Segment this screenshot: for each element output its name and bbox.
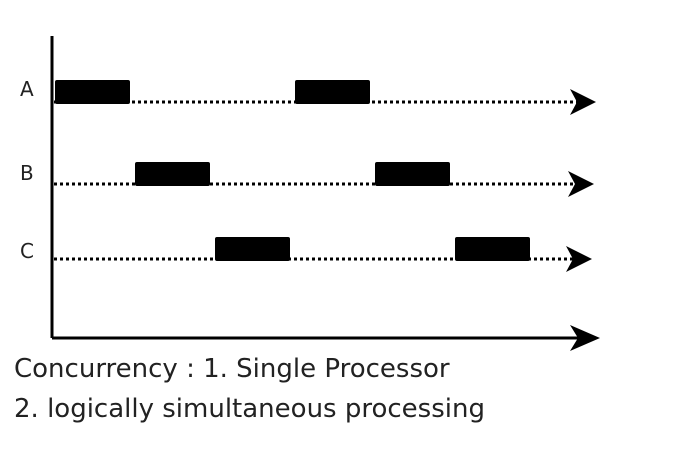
- caption-line-2: 2. logically simultaneous processing: [14, 394, 485, 424]
- task-block-b-1: [135, 162, 210, 186]
- lane-arrowhead-b: [568, 171, 594, 197]
- time-axis-arrowhead: [570, 325, 600, 351]
- task-block-a-2: [295, 80, 370, 104]
- lane-label-c: C: [20, 239, 34, 263]
- caption-line-1: Concurrency : 1. Single Processor: [14, 354, 450, 384]
- lane-arrowhead-a: [570, 89, 596, 115]
- lane-arrowhead-c: [566, 246, 592, 272]
- task-block-b-2: [375, 162, 450, 186]
- lane-label-b: B: [20, 161, 34, 185]
- task-block-a-1: [55, 80, 130, 104]
- lane-label-a: A: [20, 77, 34, 101]
- lanes-group: [54, 80, 596, 272]
- task-block-c-1: [215, 237, 290, 261]
- task-block-c-2: [455, 237, 530, 261]
